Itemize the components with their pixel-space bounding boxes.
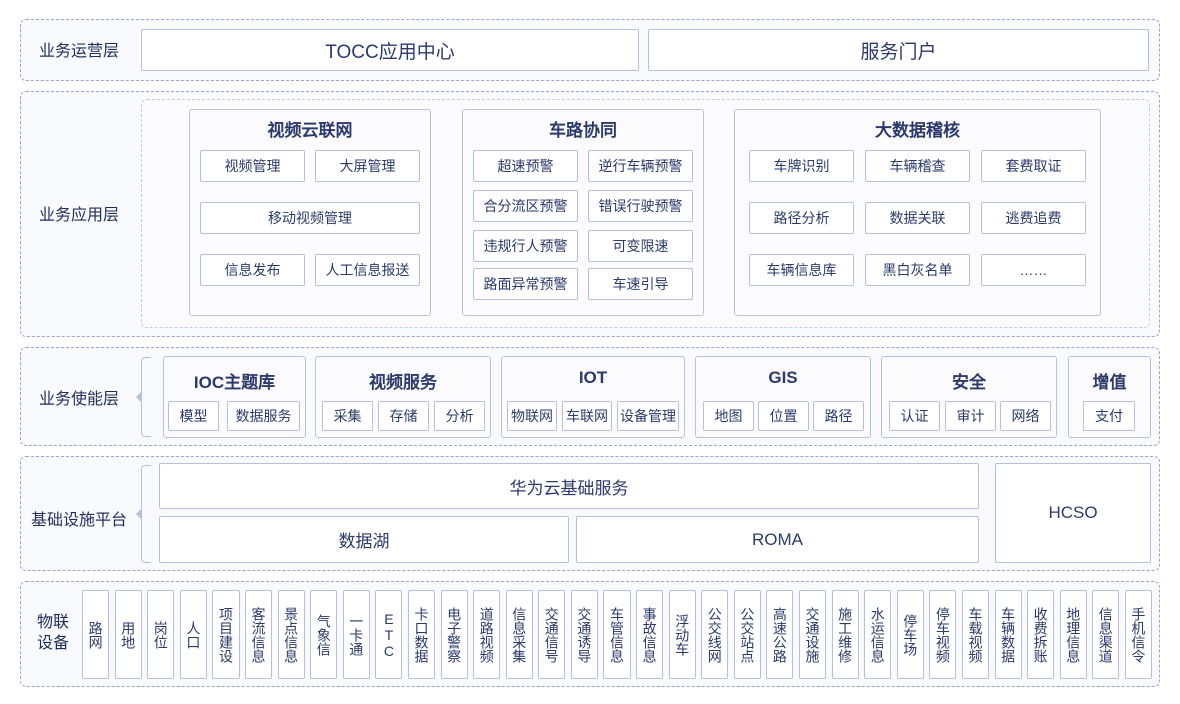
video-service-item[interactable]: 存储: [378, 401, 429, 431]
iot-device-item[interactable]: 项目建设: [212, 590, 240, 679]
video-cloud-title: 视频云联网: [267, 121, 353, 140]
vehicle-road-title: 车路协同: [549, 121, 617, 140]
vehicle-road-item[interactable]: 违规行人预警: [473, 230, 578, 262]
iot-device-item[interactable]: 岗位: [147, 590, 175, 679]
iot-item[interactable]: 设备管理: [617, 401, 679, 431]
gis-title: GIS: [768, 368, 798, 387]
iot-title: IOT: [578, 368, 608, 387]
bigdata-item[interactable]: 路径分析: [749, 202, 854, 234]
vehicle-road-item[interactable]: 合分流区预警: [473, 190, 578, 222]
iot-device-item[interactable]: 车辆数据: [994, 590, 1022, 679]
gis-item[interactable]: 地图: [703, 401, 754, 431]
vehicle-road-item[interactable]: 可变限速: [588, 230, 693, 262]
vehicle-road-item[interactable]: 错误行驶预警: [588, 190, 693, 222]
enable-layer-label: 业务使能层: [39, 391, 120, 408]
bigdata-item[interactable]: 逃费追费: [981, 202, 1086, 234]
bigdata-item[interactable]: 车牌识别: [749, 150, 854, 182]
bigdata-audit-title: 大数据稽核: [875, 121, 960, 140]
iot-device-item[interactable]: 一卡通: [342, 590, 370, 679]
iot-device-item[interactable]: 事故信息: [636, 590, 664, 679]
bigdata-item[interactable]: 车辆稽查: [865, 150, 970, 182]
iot-device-item[interactable]: 客流信息: [244, 590, 273, 679]
hcso[interactable]: HCSO: [995, 463, 1151, 563]
iot-device-item[interactable]: 收费拆账: [1027, 590, 1055, 679]
enable-bracket-notch: [136, 392, 141, 402]
iot-device-item[interactable]: 电子警察: [440, 590, 468, 679]
ioc-title: IOC主题库: [193, 373, 276, 392]
iot-device-item[interactable]: 交通诱导: [570, 590, 598, 679]
iot-device-item[interactable]: 车载视频: [961, 590, 990, 679]
iot-device-item[interactable]: 信息采集: [505, 590, 533, 679]
gis-item[interactable]: 位置: [758, 401, 809, 431]
iot-device-layer-label: 物联设备: [36, 614, 69, 652]
security-title: 安全: [952, 373, 986, 392]
iot-device-item[interactable]: ETC: [375, 590, 403, 679]
iot-device-item[interactable]: 交通设施: [798, 590, 827, 679]
iot-device-item[interactable]: 停车视频: [929, 590, 957, 679]
bigdata-item[interactable]: 套费取证: [981, 150, 1086, 182]
video-item[interactable]: 人工信息报送: [315, 254, 420, 286]
iot-device-item[interactable]: 手机信令: [1124, 590, 1152, 679]
bigdata-item-more[interactable]: ……: [981, 254, 1086, 286]
iot-device-item[interactable]: 用地: [114, 590, 142, 679]
video-service-item[interactable]: 采集: [322, 401, 373, 431]
gis-item[interactable]: 路径: [813, 401, 864, 431]
iot-item[interactable]: 车联网: [562, 401, 612, 431]
iot-device-item[interactable]: 公交线网: [701, 590, 729, 679]
enable-bracket: [141, 357, 151, 437]
roma[interactable]: ROMA: [576, 516, 979, 563]
value-added-item[interactable]: 支付: [1083, 401, 1135, 431]
tocc-app-center[interactable]: TOCC应用中心: [141, 29, 639, 71]
iot-device-item[interactable]: 车管信息: [603, 590, 631, 679]
security-item[interactable]: 网络: [1000, 401, 1051, 431]
iot-device-item[interactable]: 地理信息: [1059, 590, 1087, 679]
ioc-item[interactable]: 数据服务: [227, 401, 300, 431]
ioc-item[interactable]: 模型: [168, 401, 219, 431]
vehicle-road-item[interactable]: 逆行车辆预警: [588, 150, 693, 182]
infra-bracket: [141, 465, 151, 563]
iot-device-item[interactable]: 卡口数据: [407, 590, 436, 679]
video-item[interactable]: 信息发布: [200, 254, 305, 286]
bigdata-item[interactable]: 车辆信息库: [749, 254, 854, 286]
vehicle-road-item[interactable]: 路面异常预警: [473, 268, 578, 300]
iot-device-item[interactable]: 信息渠道: [1092, 590, 1120, 679]
iot-device-item[interactable]: 气象信: [310, 590, 338, 679]
huawei-cloud-services[interactable]: 华为云基础服务: [159, 463, 979, 509]
video-item[interactable]: 视频管理: [200, 150, 305, 182]
value-added-title: 增值: [1092, 373, 1127, 392]
vehicle-road-item[interactable]: 车速引导: [588, 268, 693, 300]
bigdata-item[interactable]: 黑白灰名单: [865, 254, 970, 286]
iot-device-item[interactable]: 公交站点: [733, 590, 761, 679]
iot-device-item[interactable]: 施工维修: [831, 590, 859, 679]
bigdata-item[interactable]: 数据关联: [865, 202, 970, 234]
video-service-title: 视频服务: [369, 373, 437, 392]
infra-bracket-notch: [136, 509, 141, 519]
data-lake[interactable]: 数据湖: [159, 516, 569, 563]
security-item[interactable]: 审计: [945, 401, 996, 431]
service-portal[interactable]: 服务门户: [648, 29, 1149, 71]
iot-device-item[interactable]: 浮动车: [668, 590, 696, 679]
ops-layer-label: 业务运营层: [39, 43, 120, 60]
iot-device-item[interactable]: 人口: [179, 590, 207, 679]
iot-device-item[interactable]: 高速公路: [766, 590, 794, 679]
iot-device-item[interactable]: 路网: [82, 590, 110, 679]
vehicle-road-item[interactable]: 超速预警: [473, 150, 578, 182]
infra-layer-label: 基础设施平台: [31, 512, 128, 529]
video-service-item[interactable]: 分析: [434, 401, 485, 431]
video-item[interactable]: 移动视频管理: [200, 202, 420, 234]
security-item[interactable]: 认证: [889, 401, 940, 431]
iot-device-item[interactable]: 道路视频: [473, 590, 501, 679]
iot-device-item[interactable]: 水运信息: [864, 590, 892, 679]
app-layer-label: 业务应用层: [39, 207, 120, 224]
iot-device-item[interactable]: 交通信号: [538, 590, 566, 679]
iot-item[interactable]: 物联网: [507, 401, 557, 431]
video-item[interactable]: 大屏管理: [315, 150, 420, 182]
iot-device-item[interactable]: 停车场: [896, 590, 924, 679]
iot-device-item[interactable]: 景点信息: [277, 590, 305, 679]
